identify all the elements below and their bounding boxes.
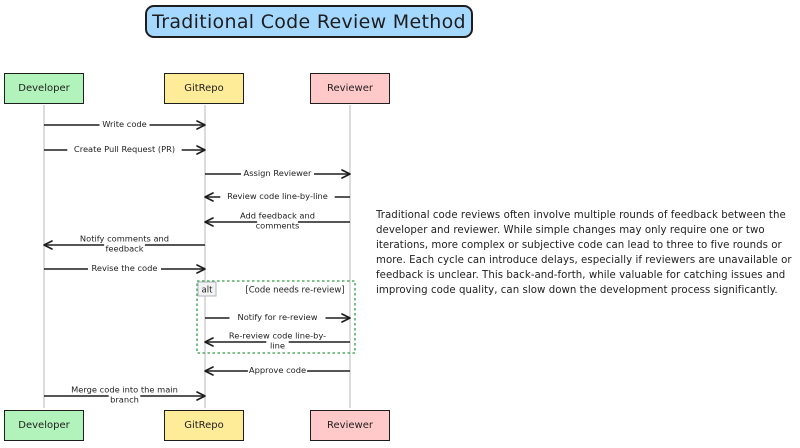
- message-label-bg: [257, 219, 298, 229]
- message-label: Notify comments and: [80, 234, 169, 244]
- diagram-title-box: Traditional Code Review Method: [145, 5, 473, 38]
- developer-label: Developer: [18, 83, 70, 94]
- message-label-bg: [247, 364, 308, 374]
- message-label: comments: [256, 221, 300, 231]
- message-label: Merge code into the main: [71, 385, 178, 395]
- developer-participant-top: Developer: [4, 73, 84, 104]
- developer-label: Developer: [18, 420, 70, 431]
- message-label-bg: [222, 329, 333, 339]
- message-label: Approve code: [249, 365, 306, 375]
- gitrepo-label: GitRepo: [184, 420, 224, 431]
- diagram-title: Traditional Code Review Method: [152, 10, 466, 33]
- message-label-bg: [108, 393, 141, 403]
- message-label: Create Pull Request (PR): [74, 144, 175, 154]
- developer-participant-bottom: Developer: [4, 410, 84, 441]
- message-label: Add feedback and: [240, 211, 315, 221]
- gitrepo-participant-bottom: GitRepo: [164, 410, 244, 441]
- message-label-bg: [241, 167, 314, 177]
- message-label-bg: [88, 262, 161, 272]
- message-label: Write code: [102, 119, 147, 129]
- message-label-bg: [229, 311, 326, 321]
- reviewer-label: Reviewer: [327, 83, 373, 94]
- message-label: branch: [110, 395, 139, 405]
- message-label-bg: [266, 339, 289, 349]
- gitrepo-label: GitRepo: [184, 83, 224, 94]
- gitrepo-participant-top: GitRepo: [164, 73, 244, 104]
- message-label: Revise the code: [91, 263, 157, 273]
- message-label-bg: [78, 232, 171, 242]
- message-label-bg: [220, 190, 335, 200]
- message-label-bg: [238, 209, 317, 219]
- reviewer-participant-bottom: Reviewer: [310, 410, 390, 441]
- alt-tag: alt: [202, 286, 214, 296]
- message-label: Review code line-by-line: [227, 191, 328, 201]
- message-label: Re-review code line-by-: [229, 331, 326, 341]
- message-label-bg: [104, 242, 145, 252]
- message-label: Assign Reviewer: [244, 168, 312, 178]
- message-label: line: [270, 341, 285, 351]
- message-label-bg: [67, 383, 182, 393]
- message-label: Notify for re-review: [238, 312, 318, 322]
- reviewer-label: Reviewer: [327, 420, 373, 431]
- description-text: Traditional code reviews often involve m…: [376, 210, 792, 296]
- message-label-bg: [67, 143, 182, 153]
- reviewer-participant-top: Reviewer: [310, 73, 390, 104]
- message-label: feedback: [105, 244, 143, 254]
- message-label-bg: [99, 118, 150, 128]
- alt-condition: [Code needs re-review]: [245, 286, 344, 296]
- alt-tag-box: [197, 281, 217, 297]
